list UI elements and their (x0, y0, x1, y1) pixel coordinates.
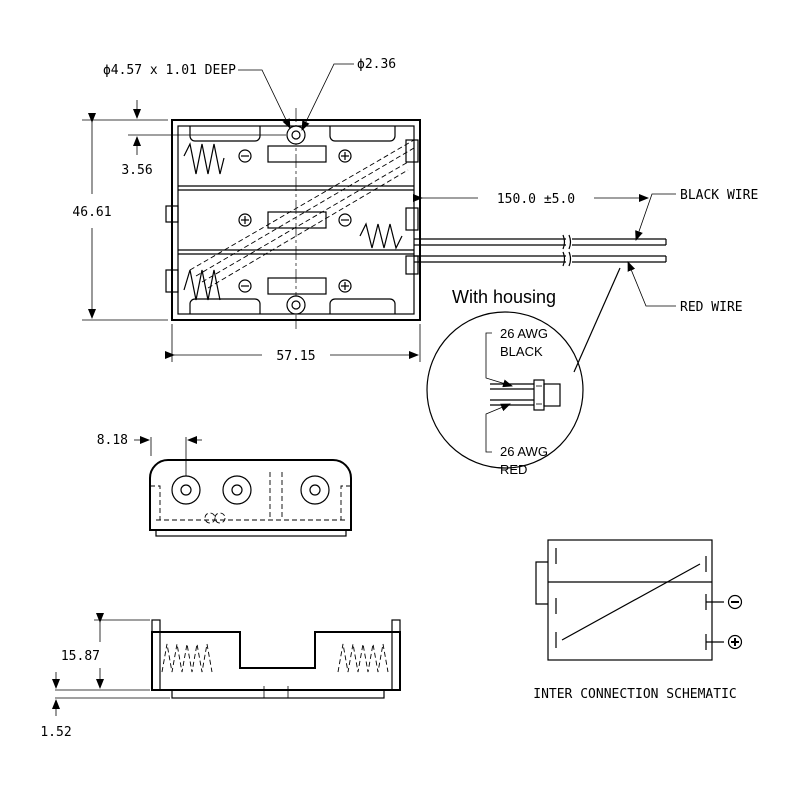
dim-width-label: 57.15 (276, 349, 315, 364)
schematic-plus-icon (727, 634, 743, 650)
schematic-minus-icon (727, 594, 743, 610)
detail-title: With housing (452, 287, 556, 307)
dim-hole-offset-label: 3.56 (121, 163, 152, 178)
dim-base-label: 1.52 (40, 725, 71, 740)
small-hole-callout-label: ϕ2.36 (357, 57, 396, 72)
dim-side-height-label: 15.87 (61, 649, 100, 664)
polarity-plus-icon (238, 149, 352, 293)
dim-wire-length-label: 150.0 ±5.0 (497, 192, 575, 207)
red-gauge-label: 26 AWG (500, 444, 548, 459)
dim-spacing-label: 8.18 (97, 433, 128, 448)
schematic-title: INTER CONNECTION SCHEMATIC (533, 687, 737, 702)
side-view: 15.87 1.52 (40, 613, 401, 740)
black-gauge-label: 26 AWG (500, 326, 548, 341)
polarity-minus-icon (238, 149, 352, 293)
black-wire-label: BLACK WIRE (680, 188, 758, 203)
black-color-label: BLACK (500, 344, 543, 359)
top-view: 57.15 46.61 3.56 150.0 ±5.0 ϕ4.57 x 1.01… (72, 57, 758, 364)
housing-detail: With housing 26 AWG BLACK 26 AWG RED (426, 267, 621, 477)
lead-wires (414, 234, 667, 267)
dim-height-label: 46.61 (72, 205, 111, 220)
red-color-label: RED (500, 462, 527, 477)
red-wire-label: RED WIRE (680, 300, 743, 315)
end-view: 8.18 (97, 433, 352, 537)
hole-callout-label: ϕ4.57 x 1.01 DEEP (103, 63, 236, 78)
interconnection-schematic: INTER CONNECTION SCHEMATIC (533, 539, 743, 702)
